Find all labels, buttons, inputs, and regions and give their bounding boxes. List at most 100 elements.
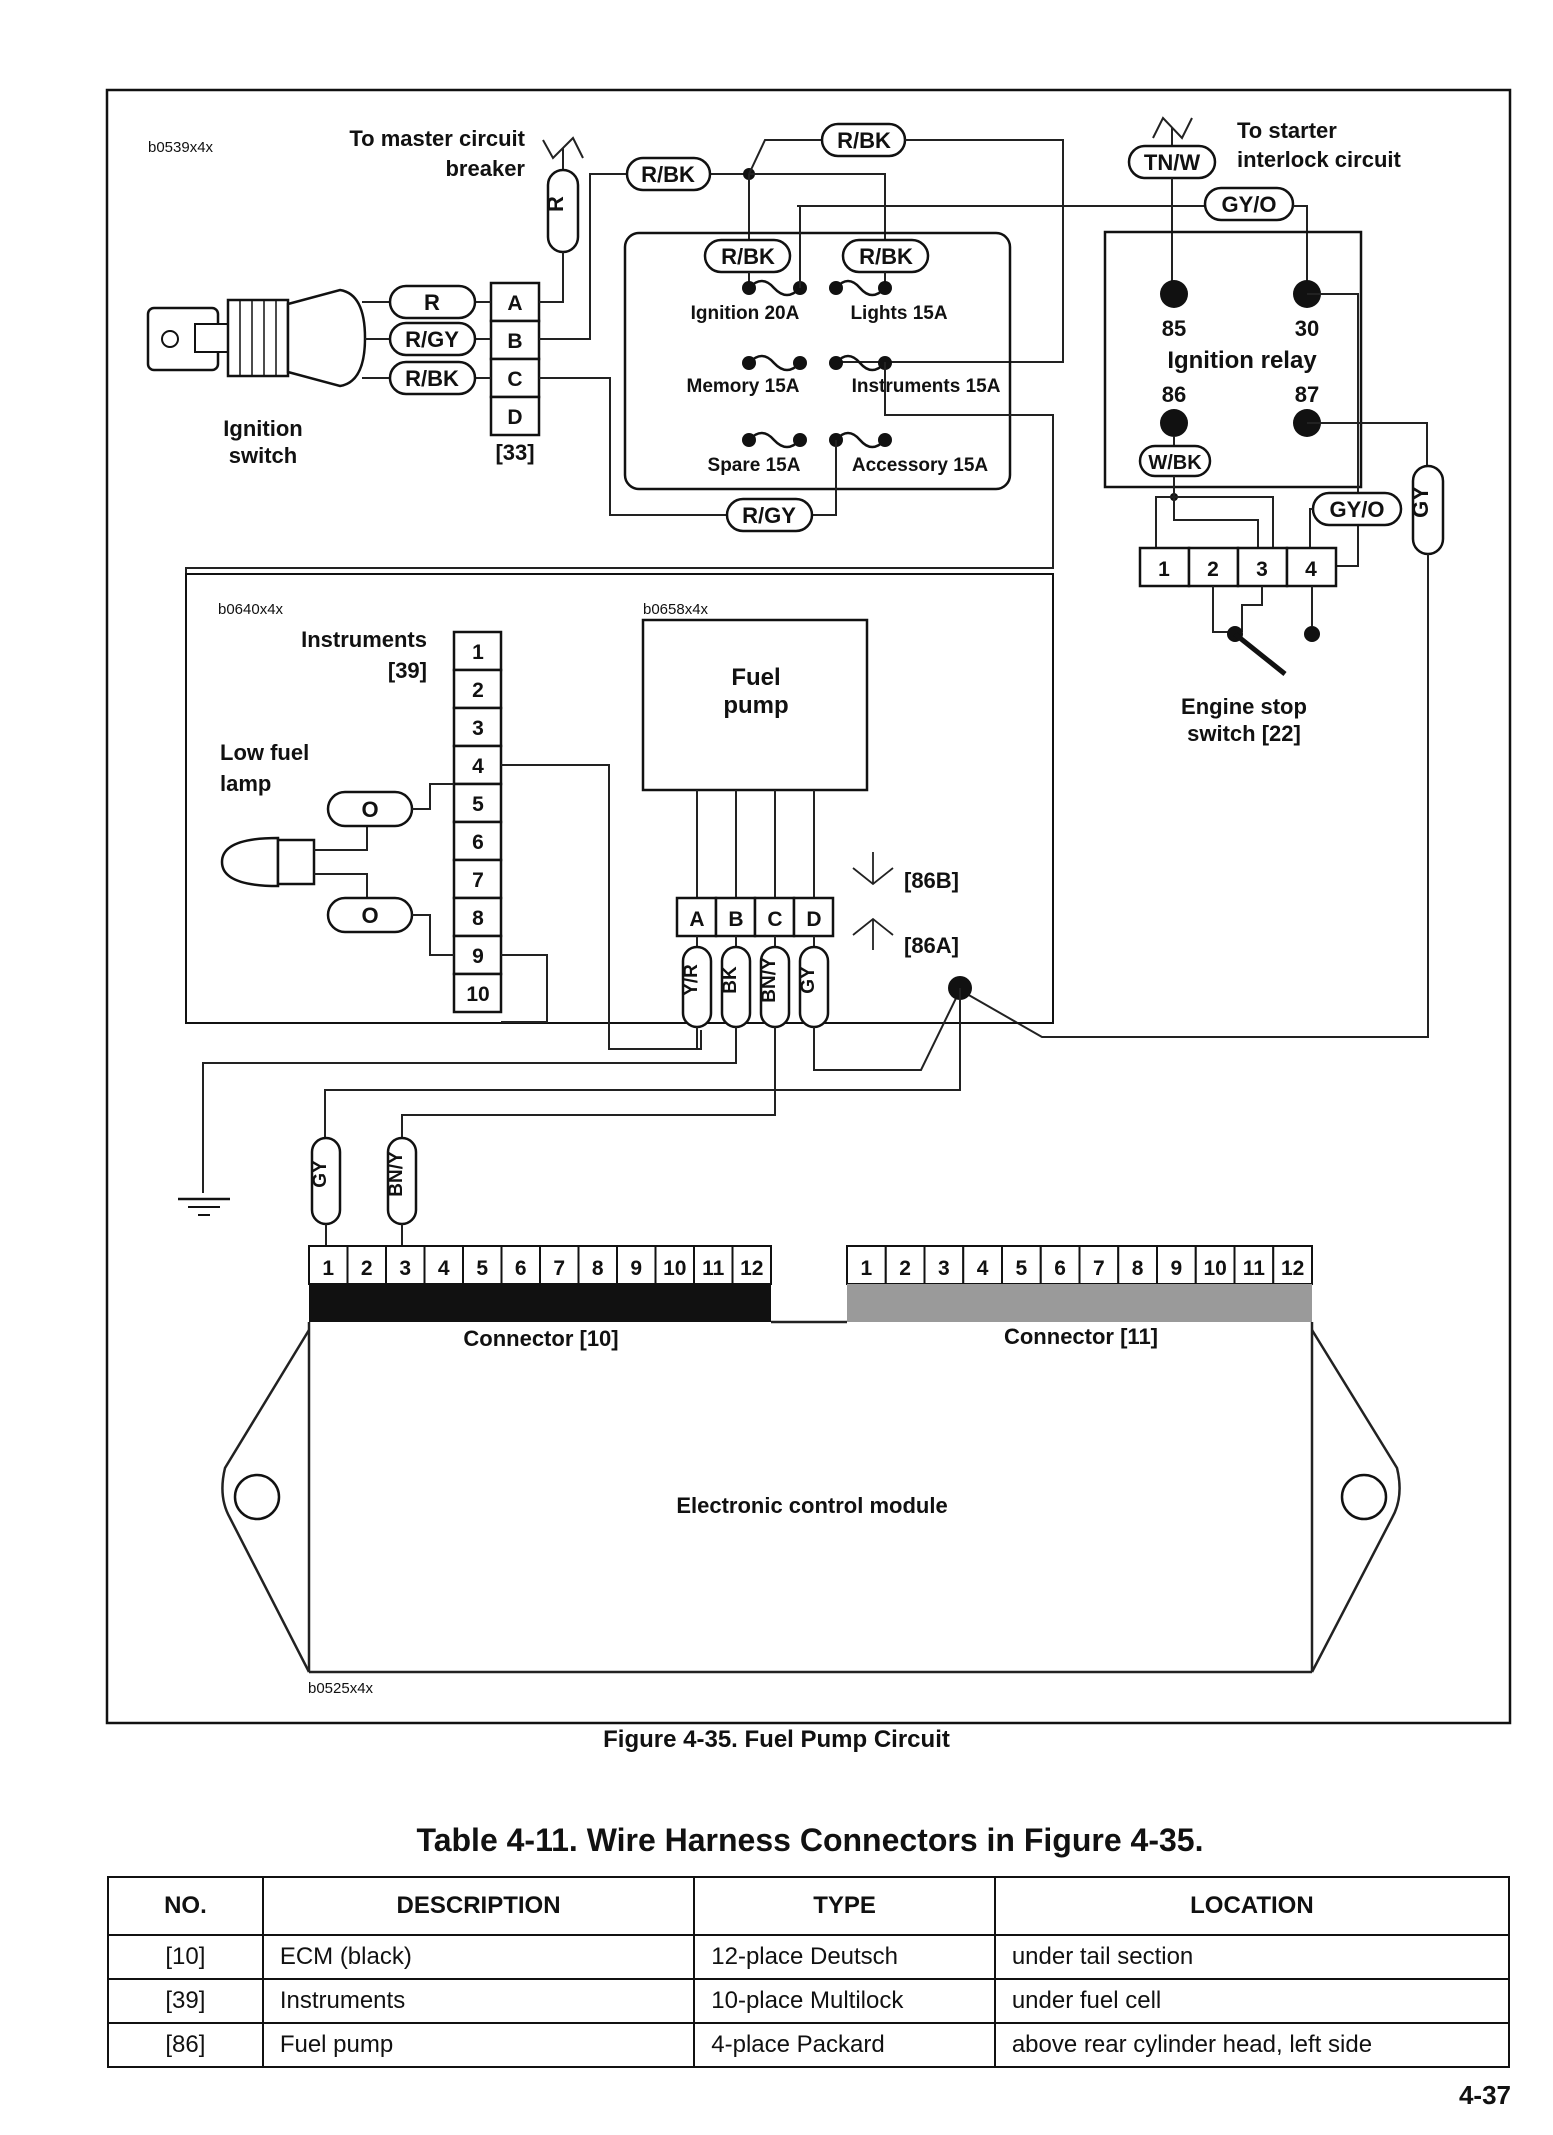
fuse-label-ignition: Ignition 20A <box>691 303 800 324</box>
connector-table: NO. DESCRIPTION TYPE LOCATION [10] ECM (… <box>107 1876 1511 2068</box>
instr-pin-6: 6 <box>472 831 484 854</box>
ecm-pin-cell <box>1117 1245 1158 1285</box>
wire-label-bk: BK <box>720 966 741 994</box>
instr-pin-1: 1 <box>472 641 484 664</box>
to-master-label: To master circuit <box>349 126 525 151</box>
table-cell: ECM (black) <box>261 1934 696 1980</box>
code-ecm: b0525x4x <box>308 1680 374 1697</box>
wire-label-ecm-bny: BN/Y <box>386 1151 407 1197</box>
ref-86b: [86B] <box>904 868 959 893</box>
table-row: [10] ECM (black) 12-place Deutsch under … <box>107 1934 1511 1980</box>
to-starter-label-2: interlock circuit <box>1237 147 1402 172</box>
instr-pin-3: 3 <box>472 717 484 740</box>
pump-pin-a: A <box>689 908 704 931</box>
ignition-switch <box>146 288 367 388</box>
wire-label-rbk: R/BK <box>405 366 459 391</box>
fuse-label-instruments: Instruments 15A <box>852 376 1001 397</box>
connector-10-label: Connector [10] <box>463 1326 618 1351</box>
ecm-pin-label: 11 <box>702 1257 725 1280</box>
wire-label-bny: BN/Y <box>759 957 780 1003</box>
fuel-pump-label: Fuel <box>731 664 780 691</box>
wire-label-r-vertical: R <box>543 196 568 212</box>
table-cell: under tail section <box>993 1934 1511 1980</box>
ignition-pin-b: B <box>507 330 522 353</box>
ecm-pin-label: 10 <box>1203 1257 1226 1280</box>
instruments-label: Instruments <box>301 627 427 652</box>
ecm-pin-cell <box>385 1245 426 1285</box>
wire-tag-rgy-bottom <box>725 497 814 533</box>
wire-tag-rbk-fuse1 <box>703 238 792 274</box>
wire-label-gyo-side: GY/O <box>1329 497 1384 522</box>
stop-switch-label-2: switch [22] <box>1187 721 1301 746</box>
pump-pin-c: C <box>767 908 782 931</box>
instruments-ref: [39] <box>388 658 427 683</box>
table-cell: [10] <box>107 1934 264 1980</box>
ecm-pin-cell <box>962 1245 1003 1285</box>
fuse-ignition <box>742 279 807 297</box>
table-title: Table 4-11. Wire Harness Connectors in F… <box>416 1822 1204 1858</box>
fuel-pump-connector <box>675 896 835 938</box>
wire-label-gy-side: GY <box>1408 486 1433 518</box>
wire-label-wbk: W/BK <box>1148 452 1202 474</box>
wire-tag-rbk-top <box>625 156 712 192</box>
table-cell: Instruments <box>261 1978 696 2024</box>
ecm-pin-cell <box>1194 1245 1236 1285</box>
ecm-pin-label: 10 <box>663 1257 686 1280</box>
code-instruments: b0640x4x <box>218 601 284 618</box>
wire-label-ecm-gy: GY <box>310 1160 331 1188</box>
code-main: b0539x4x <box>148 139 214 156</box>
instr-pin-9: 9 <box>472 945 484 968</box>
instr-pin-8: 8 <box>472 907 484 930</box>
table-cell: 10-place Multilock <box>693 1978 996 2024</box>
wire-tag-gyo-top <box>1203 186 1295 222</box>
wire-tag-rgy <box>388 321 477 357</box>
ecm-pin-cell <box>654 1245 695 1285</box>
wire-label-tnw: TN/W <box>1144 150 1200 175</box>
ignition-pin-d: D <box>507 406 522 429</box>
ecm-pin-label: 3 <box>938 1257 950 1280</box>
instr-pin-7: 7 <box>472 869 484 892</box>
ecm-pin-cell <box>846 1245 887 1285</box>
ignition-pin-c: C <box>507 368 522 391</box>
ecm-pin-label: 6 <box>515 1257 527 1280</box>
relay-pin-85: 85 <box>1162 316 1186 341</box>
to-starter-label: To starter <box>1237 118 1337 143</box>
ecm-pin-cell <box>923 1245 965 1285</box>
relay-pin-87: 87 <box>1295 382 1319 407</box>
ignition-switch-label-2: switch <box>229 443 297 468</box>
ecm-pin-label: 5 <box>476 1257 488 1280</box>
ecm-pin-label: 7 <box>553 1257 565 1280</box>
table-cell: Fuel pump <box>261 2022 696 2068</box>
ecm-pin-label: 1 <box>322 1257 334 1280</box>
instr-pin-10: 10 <box>466 983 489 1006</box>
ecm-pin-label: 8 <box>1132 1257 1144 1280</box>
instr-pin-2: 2 <box>472 679 484 702</box>
instr-pin-5: 5 <box>472 793 484 816</box>
fuse-label-lights: Lights 15A <box>850 303 947 324</box>
wire-label-o1: O <box>361 797 378 822</box>
page-number: 4-37 <box>1458 2080 1511 2110</box>
ecm-pin-label: 3 <box>399 1257 411 1280</box>
ground-symbol <box>178 1197 230 1216</box>
ecm-pin-label: 11 <box>1243 1257 1266 1280</box>
table-cell: 12-place Deutsch <box>693 1934 996 1980</box>
ecm-pin-label: 4 <box>977 1257 989 1280</box>
relay-title: Ignition relay <box>1167 347 1317 374</box>
header-type: TYPE <box>693 1876 996 1936</box>
to-master-label-2: breaker <box>445 156 525 181</box>
ecm-title: Electronic control module <box>676 1493 947 1518</box>
wire-label-rbk-fuse2: R/BK <box>859 244 913 269</box>
ecm-pin-label: 9 <box>1171 1257 1183 1280</box>
pump-pin-d: D <box>806 908 821 931</box>
ignition-connector-ref: [33] <box>495 440 534 465</box>
header-location: LOCATION <box>993 1876 1511 1936</box>
wire-label-gy-pump: GY <box>798 966 819 994</box>
table-cell: above rear cylinder head, left side <box>993 2022 1511 2068</box>
fuse-accessory <box>829 431 892 449</box>
ignition-switch-label: Ignition <box>223 416 302 441</box>
fuel-pump-label-2: pump <box>723 692 788 719</box>
fuel-pump-box <box>641 618 869 792</box>
